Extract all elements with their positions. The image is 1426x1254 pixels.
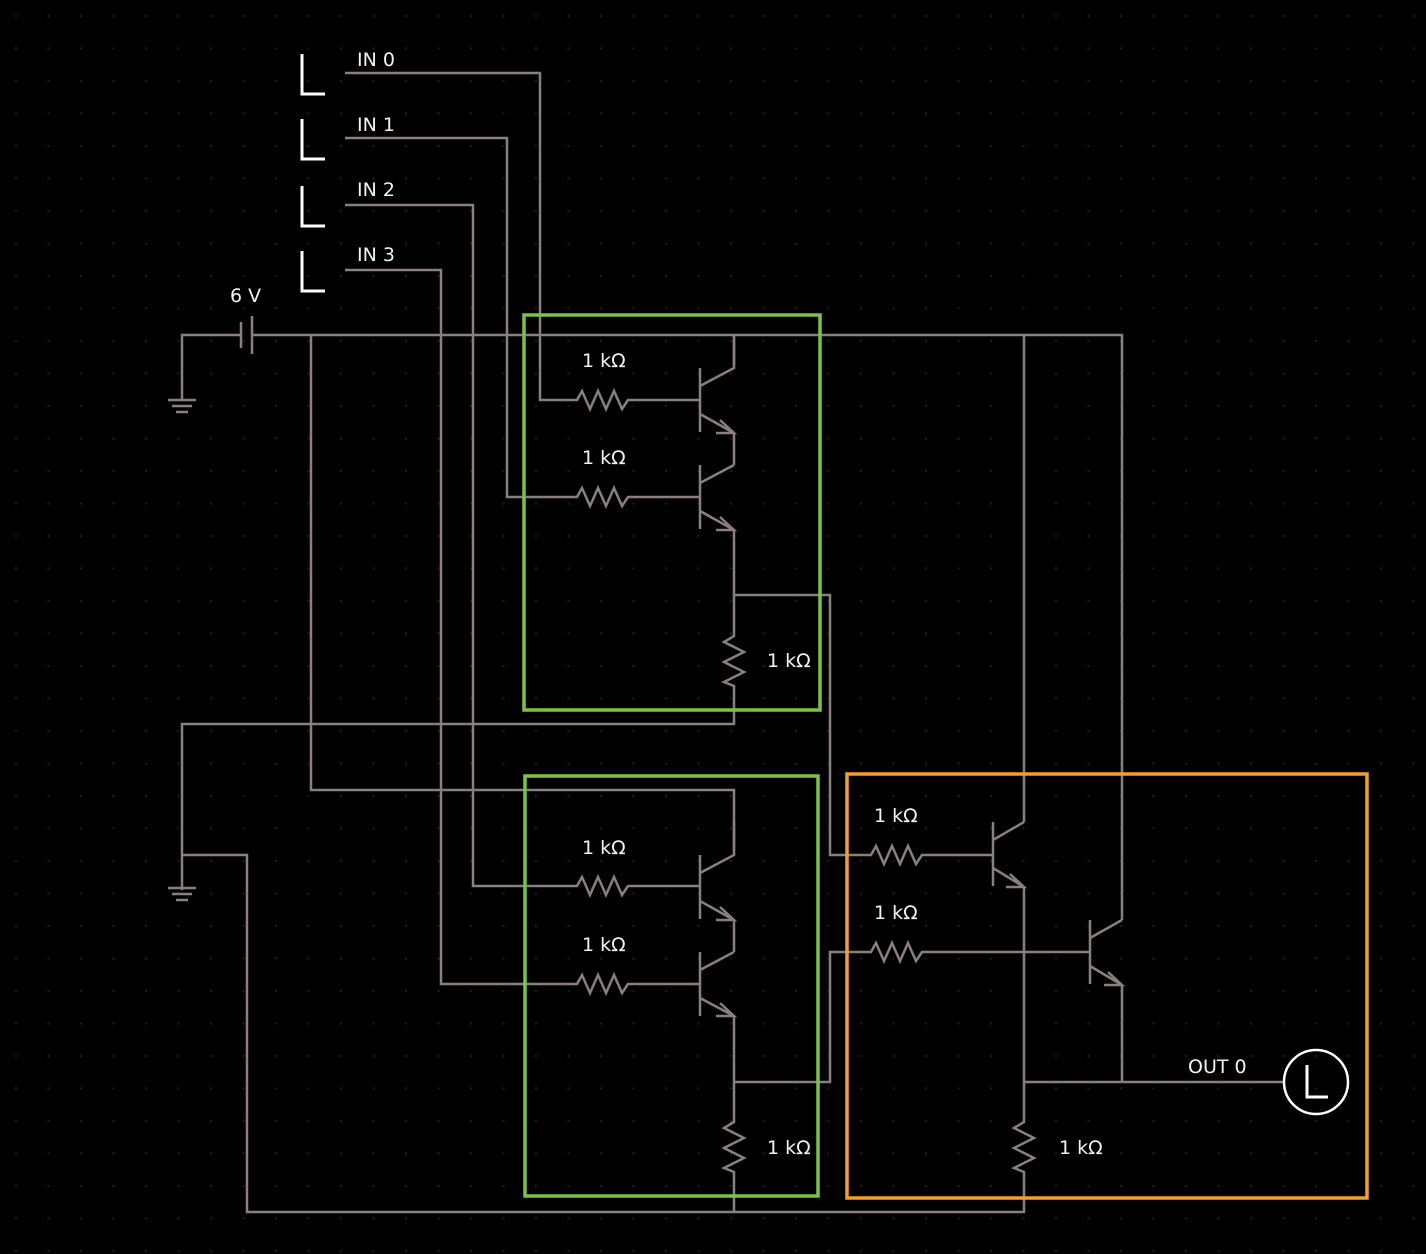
resistor-label-r6: 1 kΩ	[767, 1137, 811, 1159]
resistor-label-r3: 1 kΩ	[767, 650, 811, 672]
wire-supply-and2	[309, 335, 736, 852]
transistor-q5	[991, 820, 1028, 889]
input-switches[interactable]	[300, 54, 325, 293]
resistor-label-r9: 1 kΩ	[1059, 1137, 1103, 1159]
and-gate-box-2	[523, 774, 820, 1198]
ground-symbol-top	[168, 398, 196, 414]
switch-in2-icon[interactable]	[300, 186, 325, 228]
resistor-label-r8: 1 kΩ	[874, 902, 918, 924]
transistor-q4	[698, 950, 738, 1018]
resistor-r9	[1010, 1118, 1037, 1178]
resistor-label-r7: 1 kΩ	[874, 805, 918, 827]
labels: IN 0 IN 1 IN 2 IN 3 6 V 1 kΩ 1 kΩ 1 kΩ 1…	[230, 49, 1247, 1159]
wire-in1	[345, 136, 572, 499]
transistor-q1	[698, 335, 738, 435]
wires	[180, 71, 1285, 1214]
ground-symbol-bottom	[168, 886, 196, 902]
resistor-r1	[572, 387, 634, 413]
output-lamp-circle	[1282, 1048, 1350, 1116]
wire-and1-ground	[180, 690, 736, 890]
and-gate-box-1	[522, 313, 822, 712]
wire-in3	[345, 268, 572, 986]
transistor-q2	[698, 463, 738, 532]
battery	[239, 316, 254, 354]
input-label-in0: IN 0	[357, 49, 395, 71]
or-gate-box	[845, 772, 1369, 1200]
battery-label: 6 V	[230, 285, 261, 307]
transistors	[698, 335, 1126, 1018]
wire-in2	[345, 203, 572, 888]
wire-in0	[345, 71, 572, 402]
wire-ground-bus	[182, 853, 1025, 1214]
wire-supply-rail	[252, 333, 1124, 920]
resistor-r8	[866, 939, 928, 965]
resistor-label-r2: 1 kΩ	[582, 447, 626, 469]
resistor-r3	[720, 632, 747, 690]
switch-in0-icon[interactable]	[300, 54, 325, 96]
input-label-in1: IN 1	[357, 114, 395, 136]
resistor-r4	[572, 873, 634, 899]
output-lamp-icon	[1305, 1065, 1328, 1099]
resistor-label-r1: 1 kΩ	[582, 350, 626, 372]
resistor-r5	[572, 971, 634, 997]
resistor-label-r5: 1 kΩ	[582, 934, 626, 956]
switch-in1-icon[interactable]	[300, 119, 325, 161]
input-label-in3: IN 3	[357, 244, 395, 266]
wire-battery-neg	[180, 333, 241, 400]
output-lamp[interactable]	[1282, 1048, 1350, 1116]
switch-in3-icon[interactable]	[300, 251, 325, 293]
output-label: OUT 0	[1188, 1056, 1247, 1078]
transistor-q6	[1088, 918, 1126, 987]
resistor-label-r4: 1 kΩ	[582, 837, 626, 859]
resistor-r6	[720, 1118, 747, 1178]
resistors	[572, 387, 1037, 1178]
input-label-in2: IN 2	[357, 179, 395, 201]
transistor-q3	[698, 822, 738, 922]
resistor-r7	[866, 842, 928, 868]
resistor-r2	[572, 484, 634, 510]
